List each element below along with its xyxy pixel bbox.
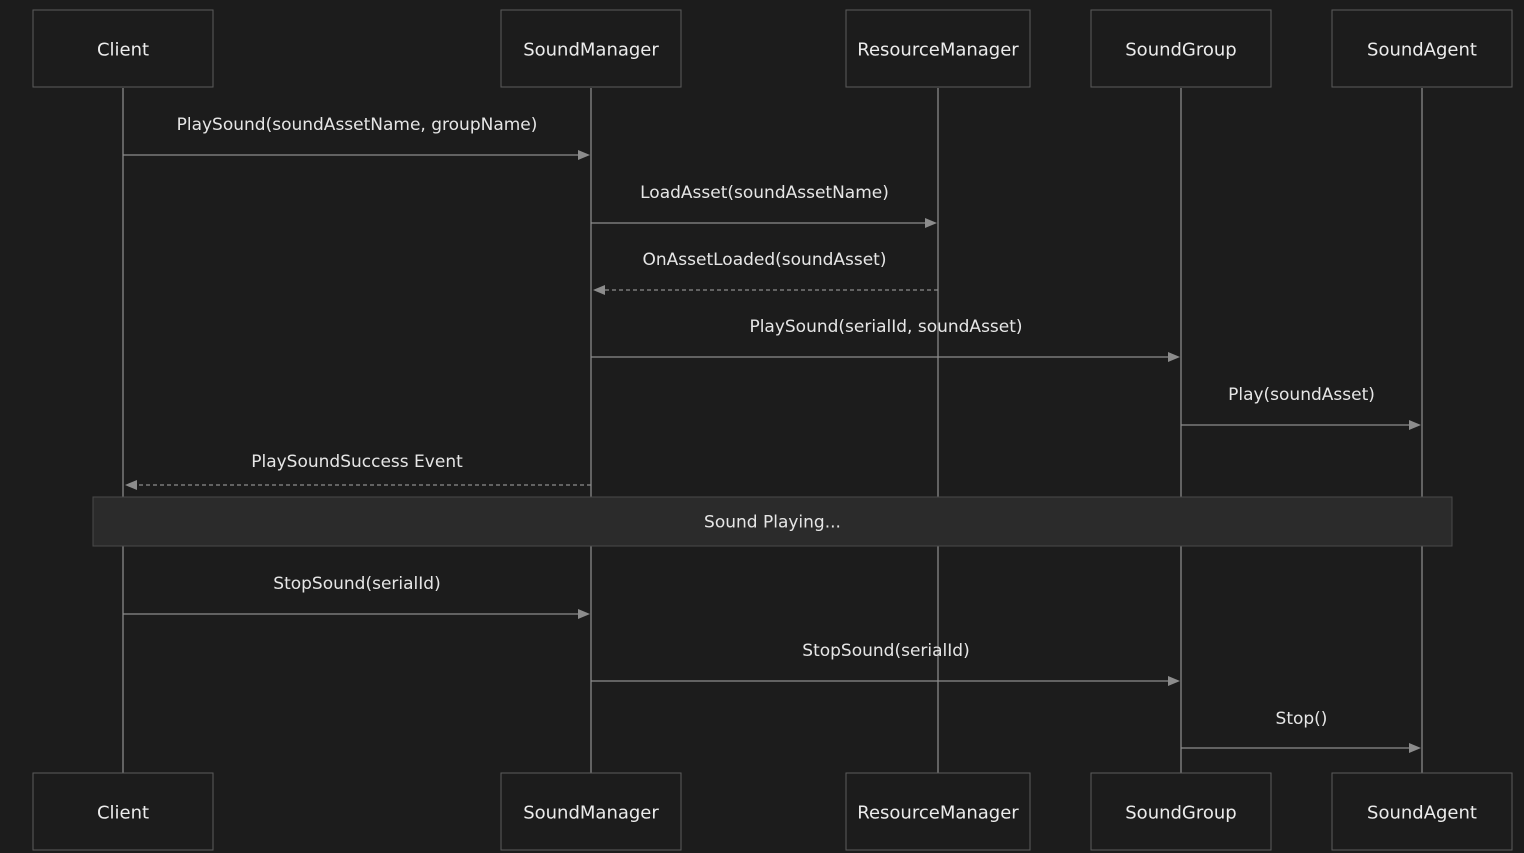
arrowhead-icon bbox=[1409, 743, 1421, 753]
participant-label: ResourceManager bbox=[857, 40, 1019, 61]
participant-label: SoundManager bbox=[523, 40, 659, 61]
message-label: Stop() bbox=[1276, 709, 1328, 729]
message-label: StopSound(serialId) bbox=[273, 574, 440, 594]
message-9: Stop() bbox=[1181, 709, 1421, 753]
message-label: LoadAsset(soundAssetName) bbox=[640, 183, 889, 203]
participant-box bbox=[32, 772, 214, 851]
participant-box bbox=[1331, 772, 1513, 851]
arrowhead-icon bbox=[1168, 352, 1180, 362]
participant-soundmanager-bottom: SoundManager bbox=[500, 772, 682, 851]
participant-label: ResourceManager bbox=[857, 803, 1019, 824]
arrowhead-icon bbox=[1168, 676, 1180, 686]
message-6: PlaySoundSuccess Event bbox=[125, 452, 591, 490]
message-label: PlaySound(serialId, soundAsset) bbox=[749, 317, 1022, 337]
participant-label: SoundGroup bbox=[1125, 803, 1236, 824]
participant-box bbox=[500, 772, 682, 851]
participant-box bbox=[1090, 772, 1272, 851]
message-5: Play(soundAsset) bbox=[1181, 385, 1421, 430]
message-4: PlaySound(serialId, soundAsset) bbox=[591, 317, 1180, 362]
participant-soundgroup-bottom: SoundGroup bbox=[1090, 772, 1272, 851]
participant-soundgroup-top: SoundGroup bbox=[1090, 9, 1272, 88]
participant-resourcemanager-top: ResourceManager bbox=[845, 9, 1031, 88]
participant-label: SoundGroup bbox=[1125, 40, 1236, 61]
message-label: StopSound(serialId) bbox=[802, 641, 969, 661]
message-3: OnAssetLoaded(soundAsset) bbox=[593, 250, 938, 295]
participant-label: Client bbox=[97, 40, 149, 61]
note-box bbox=[92, 496, 1453, 547]
participant-box bbox=[1090, 9, 1272, 88]
participant-box bbox=[845, 772, 1031, 851]
participant-client-bottom: Client bbox=[32, 772, 214, 851]
participant-box bbox=[500, 9, 682, 88]
message-1: PlaySound(soundAssetName, groupName) bbox=[123, 115, 590, 160]
arrowhead-icon bbox=[578, 150, 590, 160]
message-8: StopSound(serialId) bbox=[591, 641, 1180, 686]
note-label: Sound Playing... bbox=[704, 513, 841, 533]
participant-resourcemanager-bottom: ResourceManager bbox=[845, 772, 1031, 851]
message-label: PlaySound(soundAssetName, groupName) bbox=[177, 115, 538, 135]
message-label: OnAssetLoaded(soundAsset) bbox=[643, 250, 887, 270]
participant-box bbox=[32, 9, 214, 88]
participant-label: Client bbox=[97, 803, 149, 824]
message-label: PlaySoundSuccess Event bbox=[251, 452, 463, 472]
participant-soundagent-top: SoundAgent bbox=[1331, 9, 1513, 88]
arrowhead-icon bbox=[578, 609, 590, 619]
participant-box bbox=[1331, 9, 1513, 88]
arrowhead-icon bbox=[925, 218, 937, 228]
participant-label: SoundAgent bbox=[1367, 803, 1477, 824]
participant-box bbox=[845, 9, 1031, 88]
arrowhead-icon bbox=[125, 480, 137, 490]
arrowhead-icon bbox=[593, 285, 605, 295]
message-2: LoadAsset(soundAssetName) bbox=[591, 183, 937, 228]
arrowhead-icon bbox=[1409, 420, 1421, 430]
participant-label: SoundManager bbox=[523, 803, 659, 824]
message-label: Play(soundAsset) bbox=[1228, 385, 1375, 405]
participant-soundmanager-top: SoundManager bbox=[500, 9, 682, 88]
participant-soundagent-bottom: SoundAgent bbox=[1331, 772, 1513, 851]
participant-label: SoundAgent bbox=[1367, 40, 1477, 61]
participant-client-top: Client bbox=[32, 9, 214, 88]
message-7: StopSound(serialId) bbox=[123, 574, 590, 619]
